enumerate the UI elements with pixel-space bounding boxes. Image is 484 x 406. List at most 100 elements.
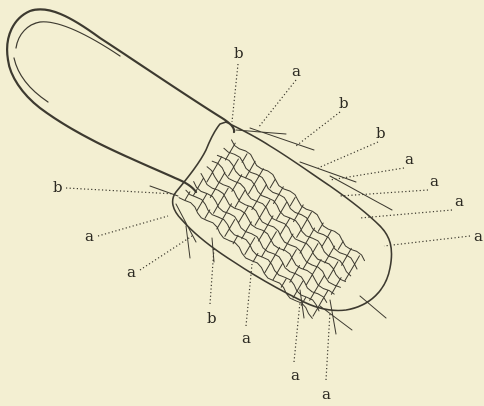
hair-fiber bbox=[300, 290, 304, 318]
cell-wall bbox=[281, 279, 286, 287]
leader-line bbox=[296, 112, 340, 146]
cell-wall bbox=[258, 169, 263, 177]
cell-wall bbox=[238, 215, 243, 223]
cell-wall bbox=[225, 152, 230, 160]
leader-line bbox=[140, 236, 192, 270]
cell-wall bbox=[313, 244, 318, 252]
cell-wall bbox=[253, 253, 258, 261]
cell-wall bbox=[274, 195, 279, 203]
leader-line bbox=[294, 302, 300, 362]
cell-wall bbox=[242, 154, 247, 162]
label-a-left2: a bbox=[127, 263, 136, 281]
cell-wall bbox=[290, 198, 295, 206]
cell-wall bbox=[295, 266, 300, 274]
cell-wall bbox=[297, 229, 302, 237]
cell-wall bbox=[217, 157, 222, 165]
cell-wall bbox=[310, 228, 315, 236]
label-b-right1: b bbox=[339, 94, 349, 112]
leader-line bbox=[258, 80, 296, 128]
cell-wall bbox=[242, 230, 247, 238]
cell-wall bbox=[245, 246, 250, 254]
cell-wall bbox=[313, 308, 318, 316]
cell-wall bbox=[218, 197, 223, 205]
label-a-right3: a bbox=[455, 192, 464, 210]
label-a-bottom2: a bbox=[291, 366, 300, 384]
cell-wall bbox=[315, 284, 320, 292]
cell-wall bbox=[230, 143, 235, 151]
label-b-bottom: b bbox=[207, 309, 217, 327]
cell-wall bbox=[293, 290, 298, 298]
cell-wall bbox=[263, 224, 268, 232]
cell-wall bbox=[291, 250, 296, 258]
cell-wall bbox=[342, 257, 347, 265]
cell-wall bbox=[302, 221, 307, 229]
cell-wall bbox=[225, 228, 230, 236]
cell-wall bbox=[229, 167, 234, 175]
cell-wall bbox=[322, 239, 327, 247]
specimen-outline bbox=[7, 9, 391, 310]
cell-wall bbox=[328, 270, 333, 278]
cell-row-line bbox=[224, 148, 357, 269]
cell-wall bbox=[278, 263, 283, 271]
cell-wall bbox=[277, 211, 282, 219]
cell-wall bbox=[285, 218, 290, 226]
cell-wall bbox=[199, 178, 204, 186]
label-b-right2: b bbox=[376, 124, 386, 142]
label-a-left1: a bbox=[85, 227, 94, 245]
cell-wall bbox=[254, 177, 259, 185]
cell-wall bbox=[271, 232, 276, 240]
label-a-bottom1: a bbox=[242, 329, 251, 347]
cell-wall bbox=[347, 248, 352, 256]
label-leaders bbox=[66, 64, 470, 380]
label-b-left: b bbox=[53, 178, 63, 196]
cell-wall bbox=[265, 264, 270, 272]
cell-wall bbox=[250, 238, 255, 246]
cell-wall bbox=[252, 201, 257, 209]
cell-wall bbox=[202, 194, 207, 202]
label-a-right2: a bbox=[430, 172, 439, 190]
cell-wall bbox=[300, 245, 305, 253]
cell-wall bbox=[310, 292, 315, 300]
cell-wall bbox=[282, 203, 287, 211]
cell-wall bbox=[217, 221, 222, 229]
hair-fiber bbox=[360, 296, 386, 318]
cell-wall bbox=[234, 159, 239, 167]
cell-wall bbox=[287, 258, 292, 266]
cell-wall bbox=[336, 278, 341, 286]
cell-wall bbox=[245, 170, 250, 178]
cell-wall bbox=[278, 187, 283, 195]
cell-wall bbox=[283, 242, 288, 250]
cell-wall bbox=[212, 165, 217, 173]
label-a-right4: a bbox=[474, 227, 483, 245]
cell-wall bbox=[323, 291, 328, 299]
cell-wall bbox=[265, 200, 270, 208]
cell-wall bbox=[288, 234, 293, 242]
cell-wall bbox=[280, 227, 285, 235]
cell-row-line bbox=[201, 174, 334, 295]
hair-fiber bbox=[176, 204, 196, 242]
cell-wall bbox=[270, 256, 275, 264]
cell-wall bbox=[331, 286, 336, 294]
cell-wall bbox=[260, 209, 265, 217]
cell-wall bbox=[338, 241, 343, 249]
cell-wall bbox=[330, 246, 335, 254]
cell-wall bbox=[355, 256, 360, 264]
leader-line bbox=[326, 312, 330, 380]
cell-wall bbox=[268, 216, 273, 224]
cell-wall bbox=[262, 248, 267, 256]
cell-wall bbox=[307, 212, 312, 220]
leader-line bbox=[330, 168, 404, 180]
cell-wall bbox=[318, 223, 323, 231]
cell-wall bbox=[305, 236, 310, 244]
cell-wall bbox=[230, 220, 235, 228]
cell-wall bbox=[275, 247, 280, 255]
cell-wall bbox=[273, 272, 278, 280]
cell-wall bbox=[267, 240, 272, 248]
cell-wall bbox=[247, 222, 252, 230]
hair-fiber bbox=[150, 186, 178, 196]
cell-wall bbox=[233, 235, 238, 243]
leader-line bbox=[98, 216, 168, 236]
cell-wall bbox=[333, 262, 338, 270]
